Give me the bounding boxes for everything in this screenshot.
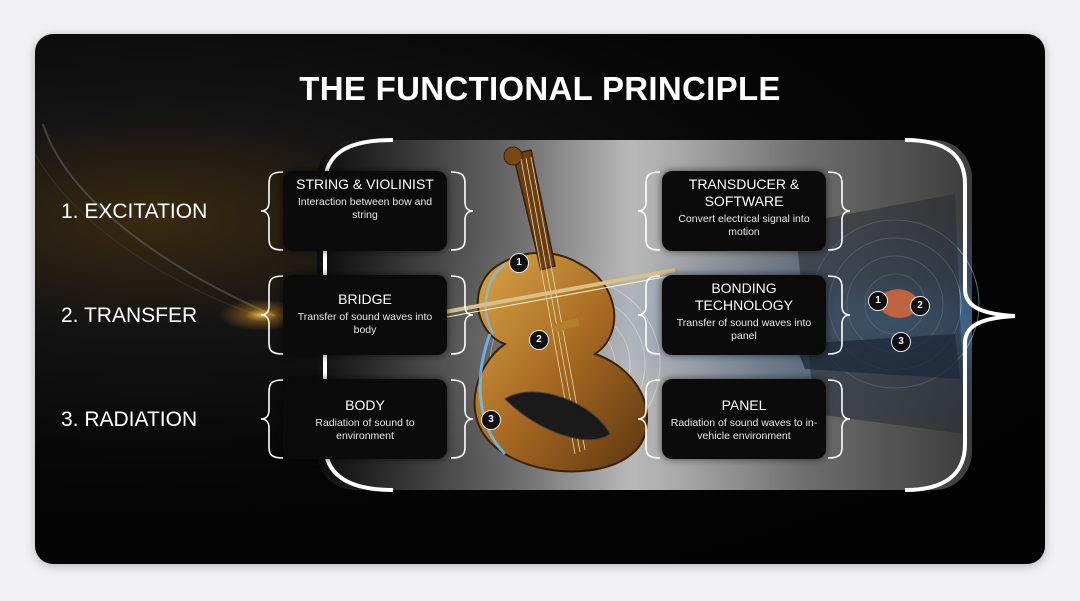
slide: THE FUNCTIONAL PRINCIPLE 1. EXCITATION 2…	[35, 34, 1045, 564]
card-title: BODY	[345, 397, 385, 413]
violin-illustration	[444, 146, 676, 473]
card-description: Transfer of sound waves into body	[297, 311, 433, 336]
vehicle-marker-2: 2	[910, 296, 930, 316]
violin-marker-2: 2	[529, 330, 549, 350]
card-description: Interaction between bow and string	[297, 196, 433, 221]
violin-marker-3: 3	[481, 410, 501, 430]
bracket-frame	[260, 138, 1016, 492]
vehicle-panel-illustration	[795, 194, 980, 434]
card-bonding-technology: BONDING TECHNOLOGY Transfer of sound wav…	[662, 275, 826, 355]
stage-label-radiation: 3. RADIATION	[61, 408, 198, 431]
violin-marker-1: 1	[509, 253, 529, 273]
card-title: BONDING TECHNOLOGY	[694, 280, 793, 313]
card-body: BODY Radiation of sound to environment	[283, 379, 447, 459]
stage-label-excitation: 1. EXCITATION	[61, 200, 208, 223]
card-title: STRING & VIOLINIST	[296, 176, 434, 192]
card-title: BRIDGE	[338, 291, 392, 307]
slide-title: THE FUNCTIONAL PRINCIPLE	[299, 70, 781, 107]
card-description: Radiation of sound waves to in-vehicle e…	[670, 417, 818, 442]
card-panel: PANEL Radiation of sound waves to in-veh…	[662, 379, 826, 459]
vehicle-marker-3: 3	[891, 332, 911, 352]
card-transducer-software: TRANSDUCER & SOFTWARE Convert electrical…	[662, 171, 826, 251]
vehicle-marker-1: 1	[868, 291, 888, 311]
card-string-violinist: STRING & VIOLINIST Interaction between b…	[283, 171, 447, 251]
card-description: Radiation of sound to environment	[315, 417, 415, 442]
card-title: PANEL	[721, 397, 767, 413]
card-bridge: BRIDGE Transfer of sound waves into body	[283, 275, 447, 355]
card-description: Convert electrical signal into motion	[678, 213, 810, 238]
card-description: Transfer of sound waves into panel	[676, 317, 812, 342]
stage-label-transfer: 2. TRANSFER	[61, 304, 198, 327]
card-title: TRANSDUCER & SOFTWARE	[688, 176, 800, 209]
